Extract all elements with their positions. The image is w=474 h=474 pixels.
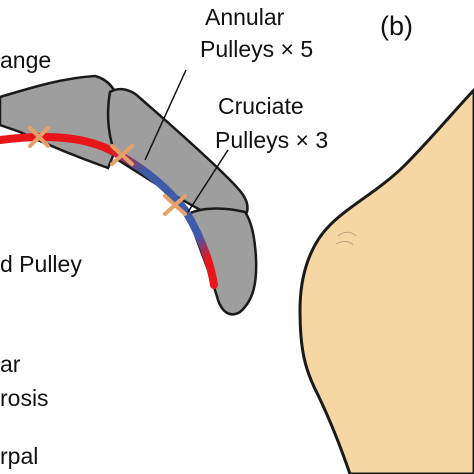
pulley-1: [28, 126, 50, 148]
panel-label: (b): [380, 11, 413, 41]
pulley-label: d Pulley: [0, 251, 82, 277]
pulley-2: [110, 144, 134, 166]
pulley-3: [163, 194, 187, 216]
phalange-label: ange: [0, 47, 52, 73]
volar-label: ar: [0, 351, 21, 377]
flexor-tendon: [0, 133, 218, 289]
annular-label-line1: Annular: [205, 4, 285, 30]
cruciate-label-line2: Pulleys × 3: [215, 127, 329, 153]
skin-wrinkle: [335, 231, 357, 246]
cruciate-leader-line: [187, 149, 229, 213]
skin-shape: [298, 87, 474, 474]
proximal-phalanx-bone: [0, 74, 122, 170]
aponeurosis-label: rosis: [0, 385, 49, 411]
distal-phalanx-bone: [186, 207, 258, 316]
annular-leader-line: [144, 69, 187, 161]
annular-label-line2: Pulleys × 5: [200, 36, 314, 62]
cruciate-label-line1: Cruciate: [218, 93, 304, 119]
carpal-label: rpal: [0, 443, 39, 469]
